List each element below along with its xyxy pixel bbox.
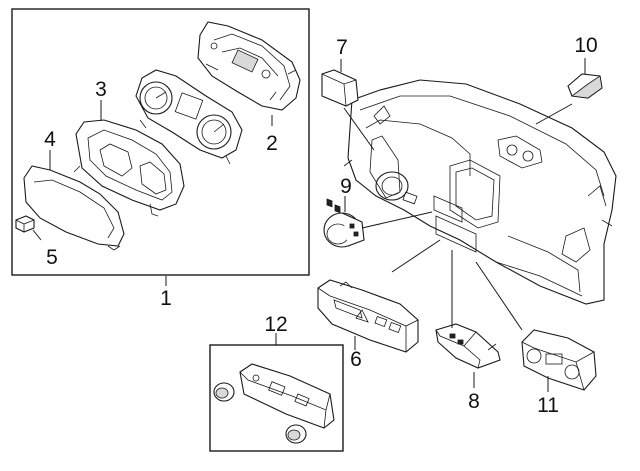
callout-11: 11 bbox=[537, 394, 559, 417]
control-switch-part[interactable] bbox=[239, 363, 335, 429]
knob-left-part[interactable] bbox=[213, 382, 235, 402]
sensor-part[interactable] bbox=[567, 73, 603, 99]
callout-3: 3 bbox=[95, 78, 107, 101]
instrument-panel bbox=[343, 79, 617, 305]
hazard-switch-panel-part[interactable] bbox=[317, 279, 419, 353]
leader-11b bbox=[475, 261, 523, 331]
callout-12: 12 bbox=[264, 313, 287, 336]
callout-1: 1 bbox=[160, 287, 172, 310]
leader-5 bbox=[32, 229, 42, 241]
leader-9b bbox=[361, 211, 433, 229]
leader-7b bbox=[343, 107, 375, 151]
cluster-case-part[interactable] bbox=[197, 21, 301, 111]
cluster-facia-part[interactable] bbox=[73, 119, 185, 217]
callout-7: 7 bbox=[336, 36, 348, 59]
callout-5: 5 bbox=[46, 246, 58, 269]
leader-10b bbox=[535, 103, 573, 125]
callout-4: 4 bbox=[44, 128, 56, 151]
gauge-cluster-part[interactable] bbox=[135, 69, 243, 165]
switch-assembly-part[interactable] bbox=[435, 323, 501, 369]
knob-bottom-part[interactable] bbox=[285, 424, 307, 444]
leader-6b bbox=[391, 239, 441, 273]
cluster-group-frame bbox=[11, 8, 310, 276]
heater-control-part[interactable] bbox=[521, 329, 597, 391]
switch-part[interactable] bbox=[321, 69, 359, 214]
callout-6: 6 bbox=[350, 348, 362, 371]
callout-8: 8 bbox=[468, 390, 480, 413]
callout-9: 9 bbox=[340, 175, 352, 198]
callout-2: 2 bbox=[266, 132, 278, 155]
knob-switch-part[interactable] bbox=[323, 212, 365, 248]
lens-clip-part[interactable] bbox=[15, 215, 35, 233]
callout-10: 10 bbox=[574, 34, 597, 57]
